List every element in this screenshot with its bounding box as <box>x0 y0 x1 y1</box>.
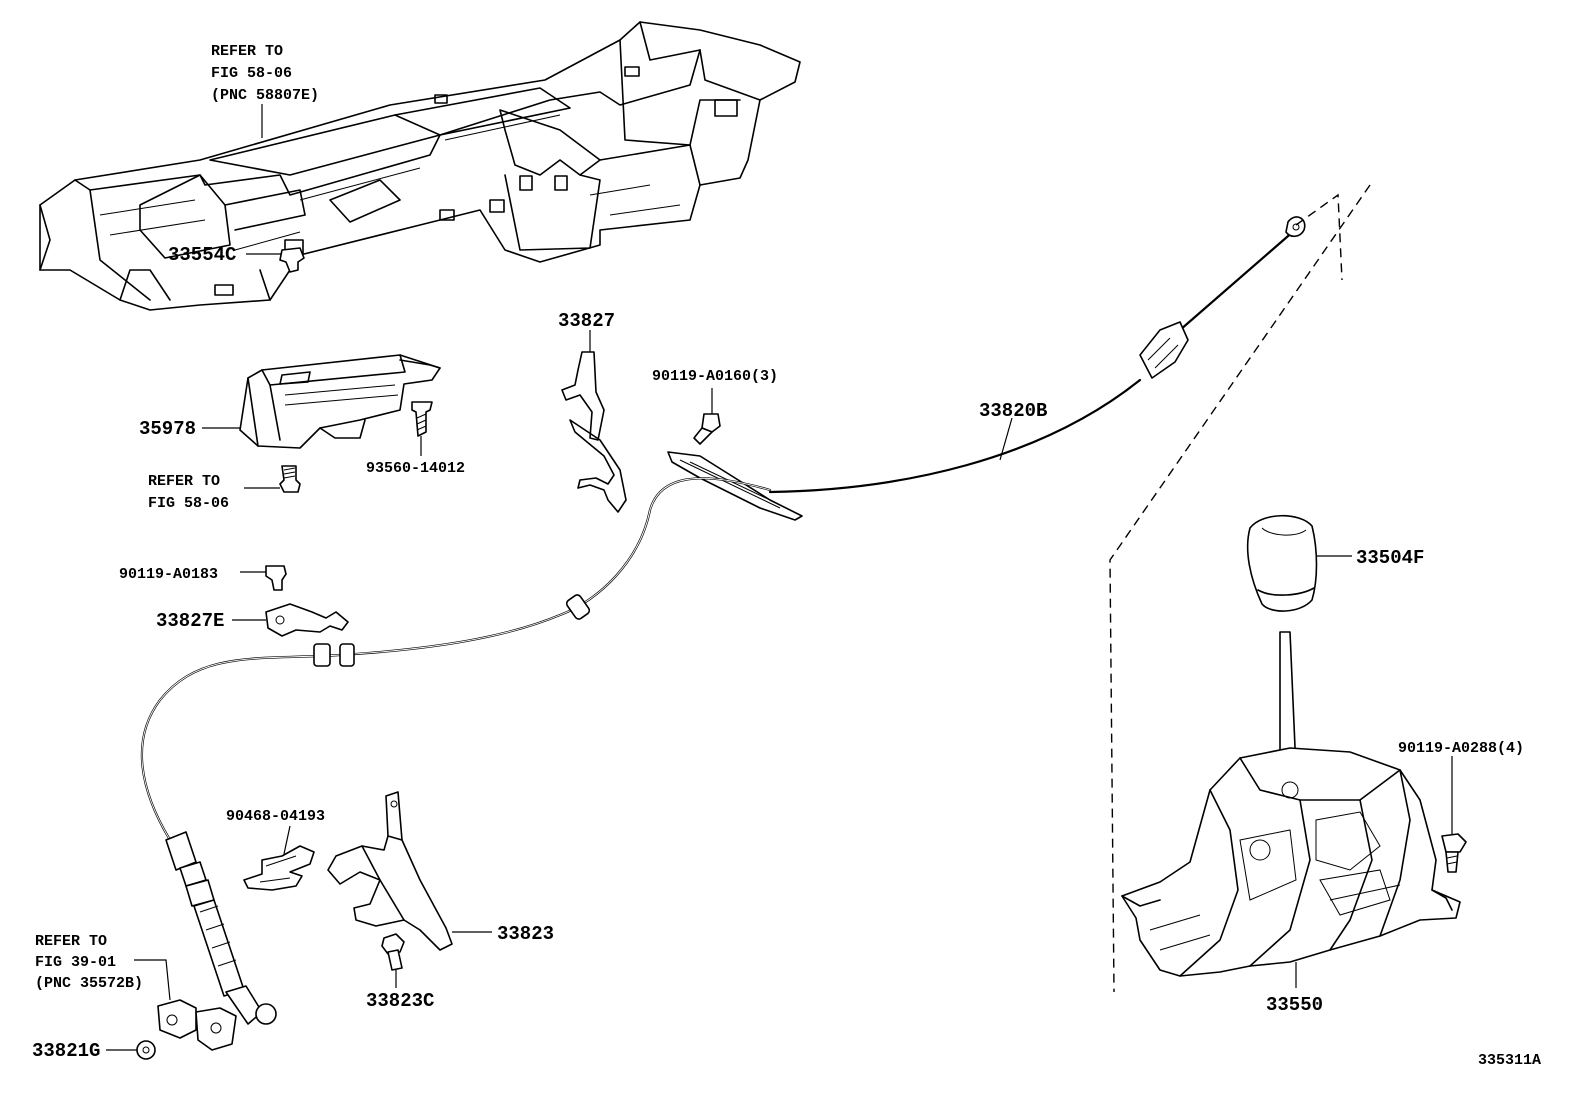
label-fig5806-2: FIG 58-06 <box>148 495 229 512</box>
label-fig3901-1: REFER TO <box>35 933 107 950</box>
bolt-33823c <box>381 933 405 971</box>
label-33550: 33550 <box>1266 994 1323 1016</box>
label-console-ref-1: REFER TO <box>211 43 283 60</box>
label-33823c: 33823C <box>366 990 434 1012</box>
bolt-90119-a0160 <box>693 413 721 445</box>
label-fig5806-1: REFER TO <box>148 473 220 490</box>
label-fig3901-2: FIG 39-01 <box>35 954 116 971</box>
label-33827: 33827 <box>558 310 615 332</box>
label-console-ref-3: (PNC 58807E) <box>211 87 319 104</box>
label-90119-a0288: 90119-A0288(4) <box>1398 740 1524 757</box>
bracket-33827 <box>561 351 627 513</box>
clip-90468-04193 <box>243 845 315 891</box>
shifter-assembly-boundary <box>1109 184 1371 993</box>
shift-lever-33550 <box>1121 631 1461 977</box>
screw-93560-14012 <box>411 401 433 437</box>
label-fig3901-3: (PNC 35572B) <box>35 975 143 992</box>
label-35978: 35978 <box>139 418 196 440</box>
clamp-33827e <box>265 603 349 637</box>
bolt-90119-a0288 <box>1441 833 1467 873</box>
label-90119-a0183: 90119-A0183 <box>119 566 218 583</box>
callout-labels: REFER TO FIG 58-06 (PNC 58807E) 33554C 3… <box>32 43 1541 1069</box>
label-33821g: 33821G <box>32 1040 100 1062</box>
bracket-fig-39-01 <box>157 999 237 1051</box>
label-33504f: 33504F <box>1356 547 1424 569</box>
console-box <box>39 21 801 311</box>
label-90119-a0160: 90119-A0160(3) <box>652 368 778 385</box>
clip-33554c <box>279 247 305 273</box>
shift-knob-33504f <box>1246 515 1318 612</box>
label-console-ref-2: FIG 58-06 <box>211 65 292 82</box>
cable-assembly-boundary <box>1295 193 1343 281</box>
label-33823: 33823 <box>497 923 554 945</box>
clip-33821g <box>136 1040 156 1060</box>
label-33827e: 33827E <box>156 610 224 632</box>
bolt-90119-a0183 <box>265 565 287 591</box>
module-35978 <box>239 354 441 449</box>
screw-fig-58-06 <box>279 465 301 493</box>
bracket-33823 <box>327 791 453 951</box>
label-33554c: 33554C <box>168 244 236 266</box>
label-33820b: 33820B <box>979 400 1047 422</box>
shift-cable-33820b <box>140 216 1306 1025</box>
figure-id: 335311A <box>1478 1052 1541 1069</box>
label-93560-14012: 93560-14012 <box>366 460 465 477</box>
label-90468-04193: 90468-04193 <box>226 808 325 825</box>
